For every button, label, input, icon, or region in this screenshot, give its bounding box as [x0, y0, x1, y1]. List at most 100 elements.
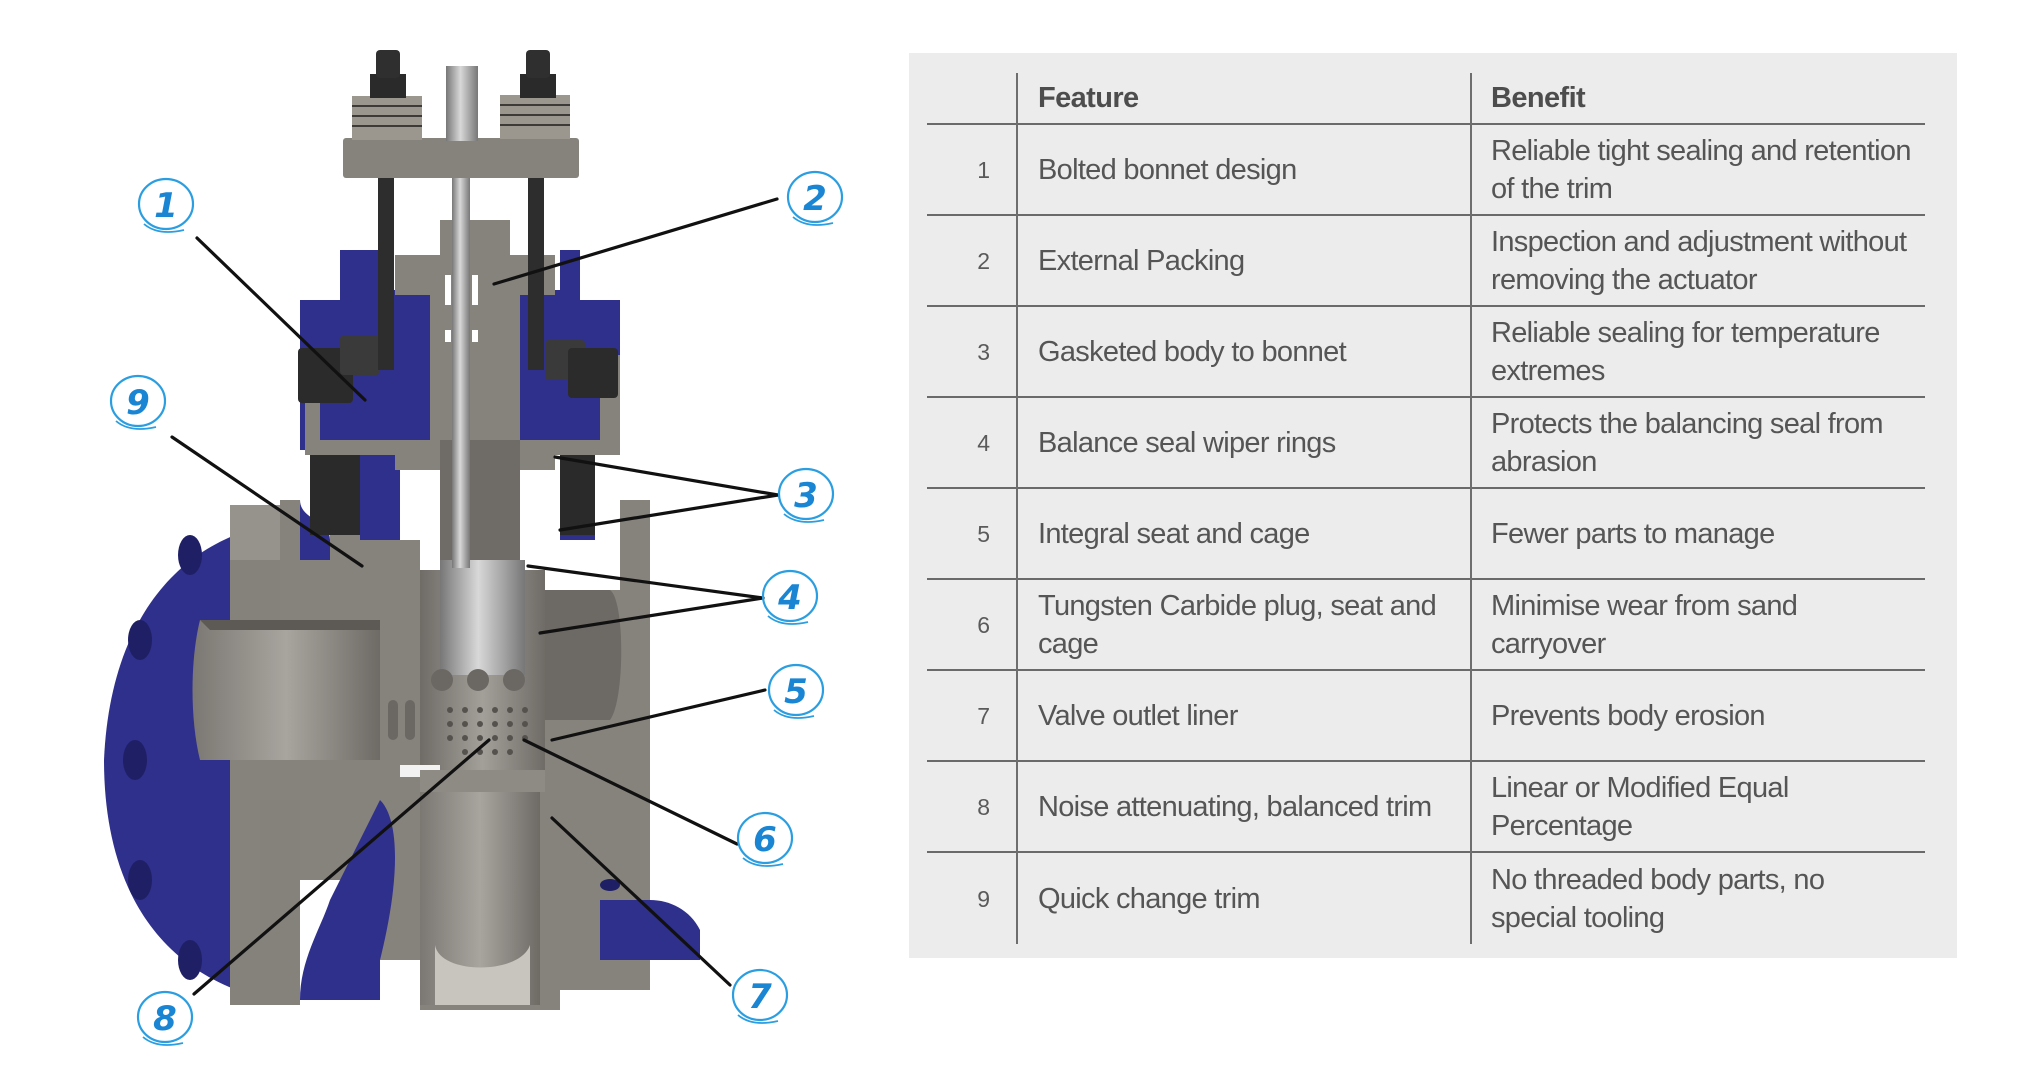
- callout-swoosh: [115, 420, 157, 430]
- row-benefit: Reliable tight sealing and retention of …: [1470, 124, 1925, 215]
- leader-5: [550, 688, 767, 742]
- row-feature: Noise attenuating, balanced trim: [1016, 761, 1471, 852]
- feature-benefit-panel: Feature Benefit 1 Bolted bonnet design R…: [909, 53, 1957, 958]
- callout-number: 3: [794, 476, 818, 516]
- valve-stem: [446, 66, 478, 141]
- callout-3: 3: [777, 467, 835, 523]
- row-number: 2: [977, 247, 990, 274]
- callout-6: 6: [736, 811, 794, 867]
- row-feature: Gasketed body to bonnet: [1016, 306, 1471, 397]
- table-row: 7 Valve outlet liner Prevents body erosi…: [927, 670, 1925, 761]
- callout-1: 1: [137, 177, 195, 233]
- row-feature: External Packing: [1016, 215, 1471, 306]
- flange-bolt-holes: [123, 535, 202, 980]
- leader-9: [170, 435, 364, 568]
- leader-lines: [170, 197, 780, 996]
- table-row: 1 Bolted bonnet design Reliable tight se…: [927, 124, 1925, 215]
- row-number: 3: [977, 338, 990, 365]
- header-benefit: Benefit: [1470, 73, 1925, 124]
- row-feature: Tungsten Carbide plug, seat and cage: [1016, 579, 1471, 670]
- callout-swoosh: [142, 1036, 184, 1046]
- disc-spring-left: [352, 96, 422, 140]
- row-feature: Valve outlet liner: [1016, 670, 1471, 761]
- table-row: 2 External Packing Inspection and adjust…: [927, 215, 1925, 306]
- callout-circle: [761, 569, 819, 623]
- callout-swoosh: [737, 1014, 779, 1024]
- table-row: 9 Quick change trim No threaded body par…: [927, 852, 1925, 944]
- callout-number: 5: [784, 672, 808, 712]
- callout-swoosh: [742, 857, 784, 867]
- leader-1: [195, 236, 367, 402]
- callout-number: 8: [153, 999, 177, 1039]
- callout-swoosh: [767, 615, 809, 625]
- leader-2: [492, 197, 779, 286]
- leader-4b: [538, 596, 765, 635]
- cage-ports: [388, 669, 525, 740]
- row-number: 8: [977, 793, 990, 820]
- callout-swoosh: [792, 216, 834, 226]
- table-row: 3 Gasketed body to bonnet Reliable seali…: [927, 306, 1925, 397]
- row-number: 6: [977, 611, 990, 638]
- row-benefit: Linear or Modified Equal Percentage: [1470, 761, 1925, 852]
- gland-assembly: [343, 50, 579, 568]
- callout-circle: [731, 968, 789, 1022]
- table-row: 6 Tungsten Carbide plug, seat and cage M…: [927, 579, 1925, 670]
- leader-8: [192, 738, 491, 996]
- inlet-bore: [192, 620, 380, 760]
- callout-number: 6: [753, 820, 777, 860]
- row-benefit: Protects the balancing seal from abrasio…: [1470, 397, 1925, 488]
- callout-circle: [736, 811, 794, 865]
- callout-2: 2: [786, 170, 844, 226]
- row-benefit: No threaded body parts, no special tooli…: [1470, 852, 1925, 944]
- leader-3a: [553, 455, 780, 497]
- row-benefit: Fewer parts to manage: [1470, 488, 1925, 579]
- row-number: 5: [977, 520, 990, 547]
- valve-cutaway-diagram: 1 2 3 4 5 6 7 8 9: [104, 50, 844, 1046]
- row-feature: Integral seat and cage: [1016, 488, 1471, 579]
- feature-benefit-table: Feature Benefit 1 Bolted bonnet design R…: [927, 73, 1925, 944]
- leader-3b: [558, 493, 780, 532]
- table-row: 4 Balance seal wiper rings Protects the …: [927, 397, 1925, 488]
- callout-number: 4: [777, 578, 802, 618]
- table-row: 8 Noise attenuating, balanced trim Linea…: [927, 761, 1925, 852]
- callout-circle: [136, 990, 194, 1044]
- table-header-row: Feature Benefit: [927, 73, 1925, 124]
- callout-number: 9: [126, 383, 150, 423]
- header-number: [927, 73, 1017, 124]
- callout-circle: [137, 177, 195, 231]
- row-benefit: Reliable sealing for temperature extreme…: [1470, 306, 1925, 397]
- row-number: 1: [977, 156, 990, 183]
- leader-7: [550, 816, 732, 987]
- leader-6: [522, 738, 739, 846]
- row-benefit: Minimise wear from sand carryover: [1470, 579, 1925, 670]
- row-number: 4: [977, 429, 990, 456]
- callout-7: 7: [731, 968, 789, 1024]
- header-feature: Feature: [1016, 73, 1471, 124]
- callout-circle: [109, 374, 167, 428]
- callout-markers: 1 2 3 4 5 6 7 8 9: [109, 170, 844, 1046]
- valve-body: [104, 500, 700, 1010]
- callout-circle: [777, 467, 835, 521]
- row-feature: Quick change trim: [1016, 852, 1471, 944]
- callout-9: 9: [109, 374, 167, 430]
- row-number: 7: [977, 702, 990, 729]
- callout-5: 5: [767, 663, 825, 719]
- callout-number: 2: [803, 179, 827, 219]
- callout-8: 8: [136, 990, 194, 1046]
- outlet-bore: [420, 790, 540, 1005]
- callout-4: 4: [761, 569, 819, 625]
- row-feature: Bolted bonnet design: [1016, 124, 1471, 215]
- callout-swoosh: [773, 709, 815, 719]
- callout-swoosh: [143, 223, 185, 233]
- row-number: 9: [977, 885, 990, 912]
- row-benefit: Inspection and adjustment without removi…: [1470, 215, 1925, 306]
- callout-circle: [767, 663, 825, 717]
- row-feature: Balance seal wiper rings: [1016, 397, 1471, 488]
- row-benefit: Prevents body erosion: [1470, 670, 1925, 761]
- table-row: 5 Integral seat and cage Fewer parts to …: [927, 488, 1925, 579]
- callout-circle: [786, 170, 844, 224]
- callout-number: 7: [748, 977, 772, 1017]
- callout-number: 1: [154, 186, 178, 226]
- leader-4a: [526, 564, 765, 600]
- callout-swoosh: [783, 513, 825, 523]
